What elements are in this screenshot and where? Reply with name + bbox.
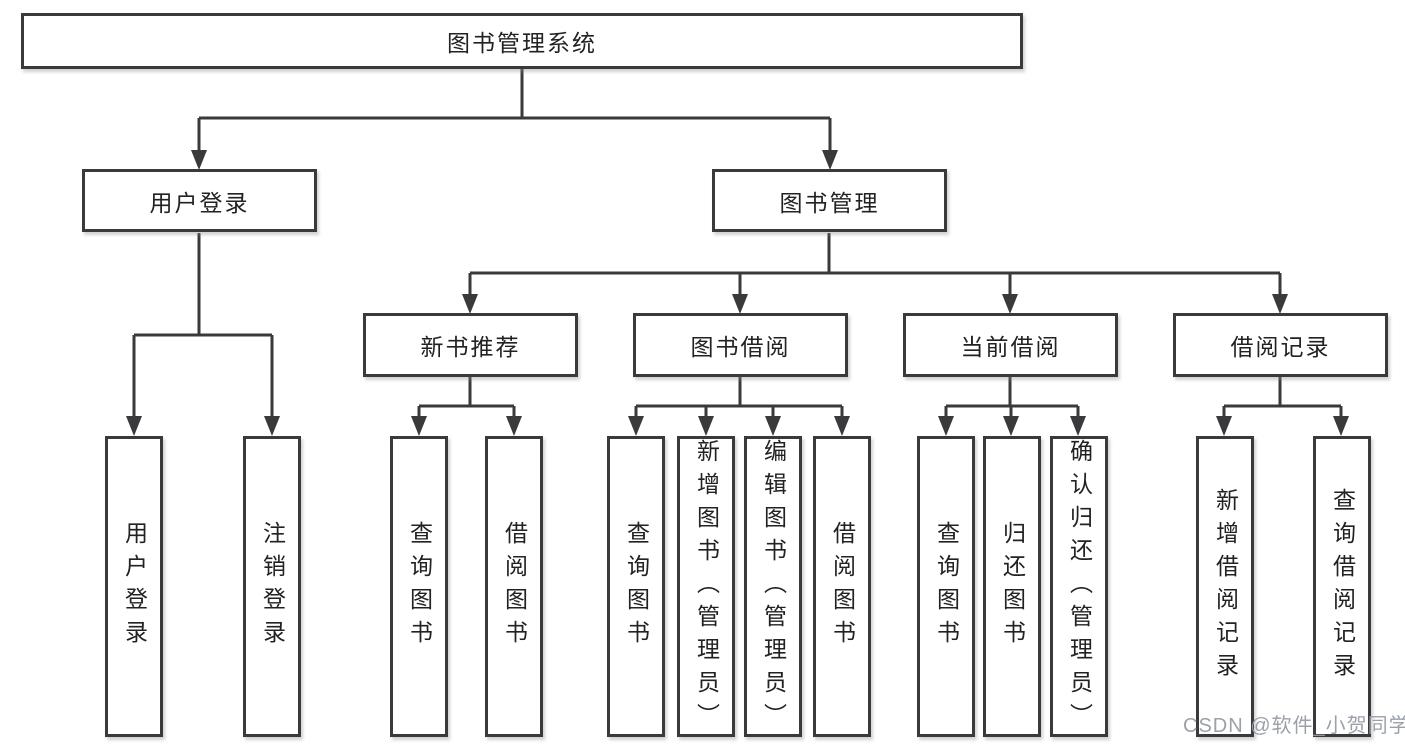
node-label: 确认归还（管理员） — [1066, 439, 1093, 736]
node-book-borrowing: 图书借阅 — [633, 313, 848, 377]
node-label: 归还图书 — [999, 520, 1026, 653]
arrowheads — [126, 150, 1349, 436]
csdn-watermark: CSDN @软件_小贺同学 — [1183, 715, 1405, 737]
node-label: 借阅图书 — [829, 520, 856, 653]
node-logout-login: 注销登录 — [243, 436, 301, 737]
node-label: 新增借阅记录 — [1212, 487, 1239, 686]
node-label: 查询图书 — [406, 520, 433, 653]
node-confirm-return-admin: 确认归还（管理员） — [1050, 436, 1108, 737]
node-label: 用户登录 — [121, 520, 148, 653]
node-borrowing-records: 借阅记录 — [1173, 313, 1388, 377]
node-label: 新增图书（管理员） — [693, 439, 720, 736]
node-query-borrow-record: 查询借阅记录 — [1313, 436, 1371, 737]
node-add-books-admin: 新增图书（管理员） — [677, 436, 735, 737]
node-label: 借阅图书 — [501, 520, 528, 653]
node-edit-books-admin: 编辑图书（管理员） — [744, 436, 802, 737]
node-book-management: 图书管理 — [712, 169, 947, 232]
node-user-login-leaf: 用户登录 — [105, 436, 163, 737]
node-borrow-books-recommend: 借阅图书 — [485, 436, 543, 737]
node-new-book-recommend: 新书推荐 — [363, 313, 578, 377]
node-label: 注销登录 — [259, 520, 286, 653]
node-current-borrowing: 当前借阅 — [903, 313, 1118, 377]
node-user-login: 用户登录 — [82, 169, 317, 232]
node-label: 查询图书 — [933, 520, 960, 653]
node-query-books-borrowing: 查询图书 — [607, 436, 665, 737]
node-label: 查询图书 — [623, 520, 650, 653]
node-label: 编辑图书（管理员） — [760, 439, 787, 736]
node-query-books-recommend: 查询图书 — [390, 436, 448, 737]
node-query-books-current: 查询图书 — [917, 436, 975, 737]
node-add-borrow-record: 新增借阅记录 — [1196, 436, 1254, 737]
node-return-books: 归还图书 — [983, 436, 1041, 737]
node-label: 查询借阅记录 — [1329, 487, 1356, 686]
node-library-management-system: 图书管理系统 — [21, 13, 1023, 69]
node-borrow-books: 借阅图书 — [813, 436, 871, 737]
